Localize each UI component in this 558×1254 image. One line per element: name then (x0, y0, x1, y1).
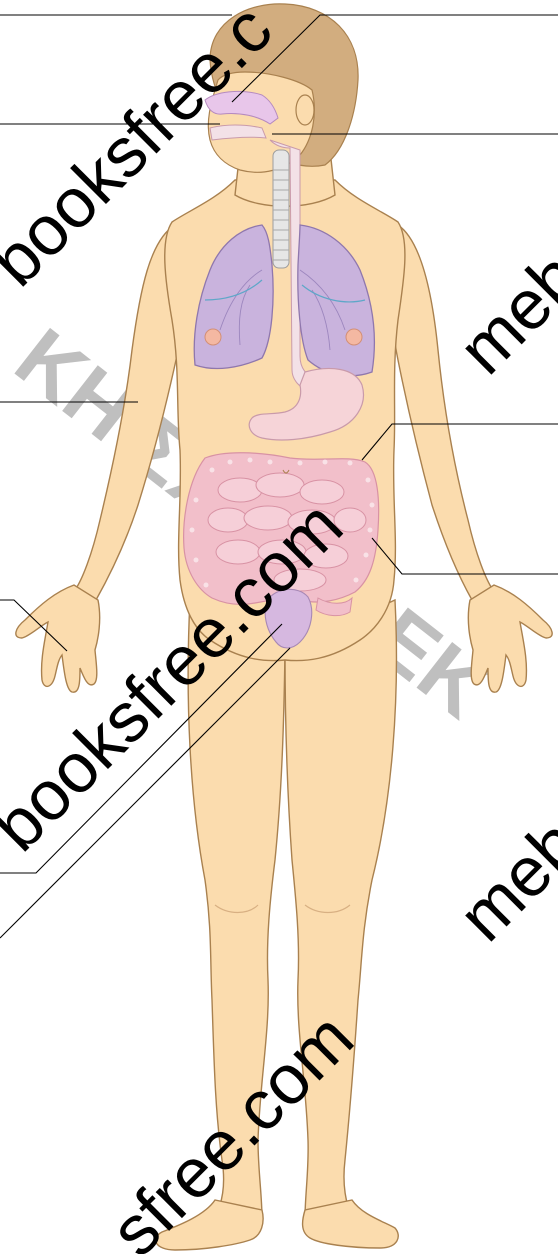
left-hand (16, 585, 100, 692)
right-leg (285, 600, 396, 1218)
mouth-cavity (210, 125, 266, 140)
watermark-meb-upper: meb (443, 237, 558, 388)
right-hand (468, 585, 552, 692)
right-nipple (346, 329, 362, 345)
right-foot (303, 1200, 399, 1248)
ear (296, 95, 314, 125)
watermark-meb-lower: meb (443, 804, 558, 955)
left-nipple (205, 329, 221, 345)
